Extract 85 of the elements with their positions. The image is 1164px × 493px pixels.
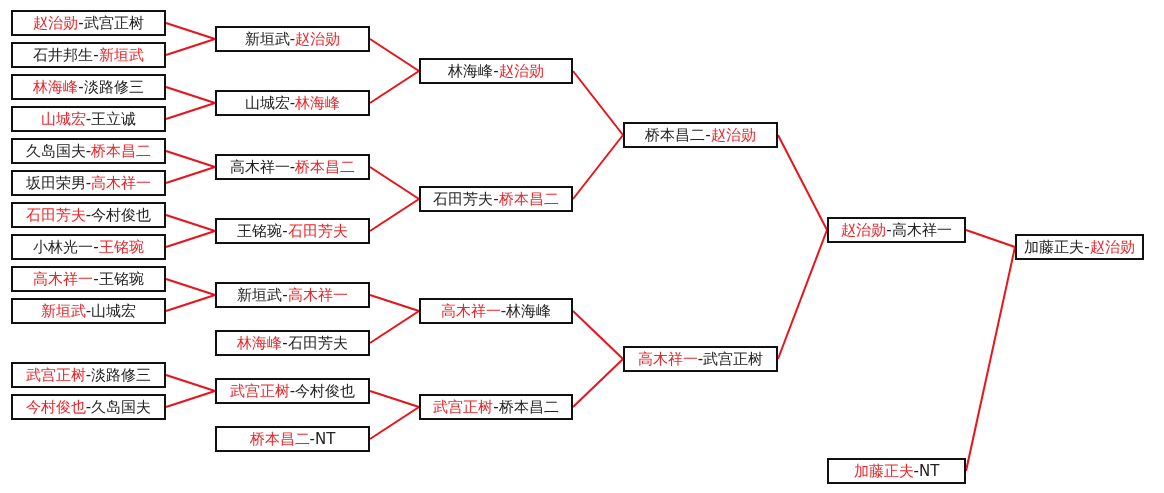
bracket-connector-line	[777, 134, 828, 231]
bracket-connector-line	[165, 86, 216, 104]
match-box	[215, 426, 370, 452]
bracket-connector-line	[572, 134, 624, 200]
match-pairing-text: 赵治勋-高木祥一	[841, 221, 952, 239]
match-pairing-text: 高木祥一-林海峰	[440, 302, 552, 320]
match-box	[215, 218, 370, 244]
match-pairing-text: 武宫正树-淡路修三	[25, 366, 152, 384]
match-pairing-text: 赵治勋-武宫正树	[33, 14, 144, 32]
bracket-connector-line	[369, 390, 420, 408]
bracket-connector-line	[165, 22, 216, 40]
bracket-connector-line	[165, 374, 216, 392]
bracket-connector-line	[165, 214, 216, 232]
bracket-connector-line	[572, 358, 624, 408]
match-pairing-text: 山城宏-林海峰	[244, 94, 341, 112]
match-pairing-text: 坂田荣男-高木祥一	[25, 174, 152, 192]
match-pairing-text: 新垣武-高木祥一	[237, 286, 348, 304]
match-pairing-text: 武宫正树-今村俊也	[229, 382, 356, 400]
match-box	[827, 458, 966, 484]
bracket-connector-line	[572, 310, 624, 360]
match-box	[215, 26, 370, 52]
match-box	[623, 122, 778, 148]
bracket-connector-line	[369, 294, 420, 312]
match-box	[11, 234, 166, 260]
bracket-connector-line	[369, 406, 420, 440]
match-pairing-text: 高木祥一-桥本昌二	[229, 158, 356, 176]
bracket-connector-line	[165, 294, 216, 312]
bracket-connector-line	[165, 150, 216, 168]
match-box	[11, 266, 166, 292]
bracket-connector-line	[165, 230, 216, 248]
match-pairing-text: 今村俊也-久岛国夫	[25, 398, 152, 416]
match-box	[11, 170, 166, 196]
match-box	[11, 362, 166, 388]
match-box	[11, 10, 166, 36]
match-pairing-text: 山城宏-王立诚	[40, 110, 137, 128]
bracket-connector-line	[369, 70, 420, 104]
match-box	[215, 90, 370, 116]
match-pairing-text: 林海峰-石田芳夫	[237, 334, 348, 352]
bracket-connector-line	[369, 38, 420, 72]
match-pairing-text: 石田芳夫-桥本昌二	[433, 190, 559, 208]
match-pairing-text: 桥本昌二-赵治勋	[645, 126, 756, 144]
match-pairing-text: 小林光一-王铭琬	[33, 238, 144, 256]
bracket-connector-line	[165, 278, 216, 296]
match-pairing-text: 新垣武-山城宏	[40, 302, 137, 320]
match-box	[11, 394, 166, 420]
match-box	[827, 217, 966, 243]
match-box	[11, 106, 166, 132]
match-box	[419, 186, 573, 212]
match-pairing-text: 林海峰-淡路修三	[33, 78, 144, 96]
match-box	[419, 58, 573, 84]
match-box	[11, 298, 166, 324]
match-pairing-text: 新垣武-赵治勋	[244, 30, 341, 48]
bracket-connector-line	[165, 102, 216, 120]
match-pairing-text: 加藤正夫-NT	[853, 462, 940, 480]
match-box	[11, 74, 166, 100]
match-pairing-text: 石井邦生-新垣武	[33, 46, 144, 64]
match-pairing-text: 王铭琬-石田芳夫	[237, 222, 348, 240]
match-box	[215, 330, 370, 356]
match-pairing-text: 武宫正树-桥本昌二	[433, 398, 559, 416]
match-box	[11, 202, 166, 228]
match-pairing-text: 高木祥一-王铭琬	[33, 270, 144, 288]
match-box	[1015, 234, 1144, 260]
match-pairing-text: 桥本昌二-NT	[249, 430, 336, 448]
match-pairing-text: 加藤正夫-赵治勋	[1024, 238, 1135, 256]
bracket-connector-line	[165, 390, 216, 408]
match-pairing-text: 久岛国夫-桥本昌二	[25, 142, 152, 160]
match-pairing-text: 高木祥一-武宫正树	[637, 350, 764, 368]
match-pairing-text: 林海峰-赵治勋	[448, 62, 544, 80]
bracket-connector-line	[965, 229, 1016, 248]
match-box	[215, 378, 370, 404]
match-box	[419, 394, 573, 420]
match-box	[11, 138, 166, 164]
bracket-connector-line	[572, 70, 624, 136]
match-box	[215, 154, 370, 180]
bracket-connector-line	[165, 38, 216, 56]
bracket-connector-line	[777, 229, 828, 360]
bracket-connector-line	[369, 198, 420, 232]
match-box	[623, 346, 778, 372]
match-box	[419, 298, 573, 324]
match-box	[215, 282, 370, 308]
bracket-connector-line	[369, 166, 420, 200]
bracket-connector-line	[369, 310, 420, 344]
match-box	[11, 42, 166, 68]
bracket-connector-line	[165, 166, 216, 184]
match-pairing-text: 石田芳夫-今村俊也	[25, 206, 152, 224]
